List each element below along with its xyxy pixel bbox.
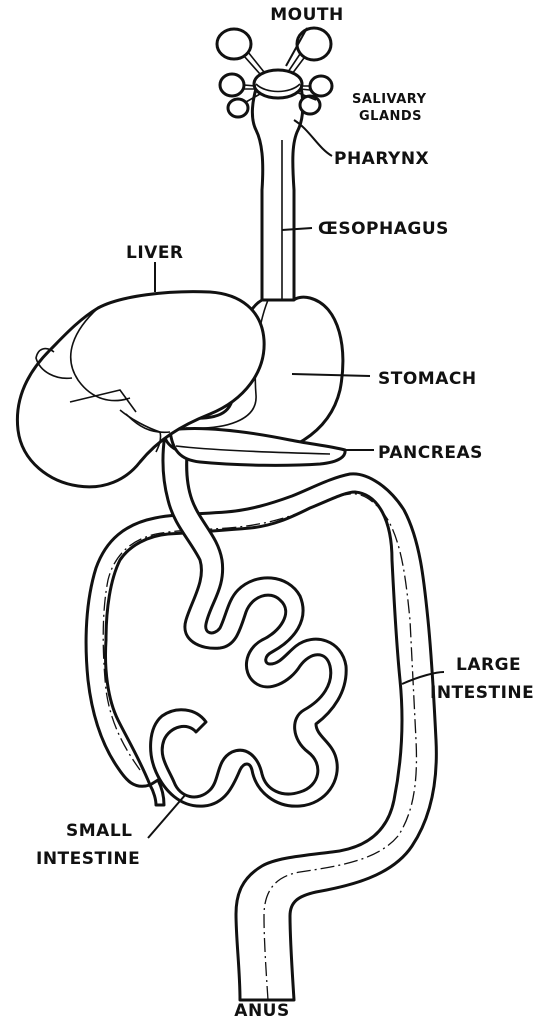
label-small-line1: SMALL [66,821,132,841]
label-oesophagus: ŒSOPHAGUS [318,219,449,239]
label-salivary-line1: SALIVARY [352,92,427,107]
label-small-line2: INTESTINE [36,849,140,869]
label-large-line2: INTESTINE [430,683,534,703]
label-mouth: MOUTH [270,5,344,25]
label-salivary-line2: GLANDS [359,109,422,124]
label-stomach: STOMACH [378,369,477,389]
label-anus: ANUS [234,1001,289,1021]
label-liver: LIVER [126,243,184,263]
oesophagus-pharynx [250,80,305,302]
salivary-glands [215,26,334,119]
small-intestine [149,408,348,808]
label-pharynx: PHARYNX [334,149,429,169]
large-intestine [84,472,438,1002]
label-pancreas: PANCREAS [378,443,483,463]
liver [15,290,266,489]
mouth [252,68,304,100]
leader-lines [147,27,445,839]
label-large-line1: LARGE [456,655,521,675]
pancreas [168,426,347,467]
